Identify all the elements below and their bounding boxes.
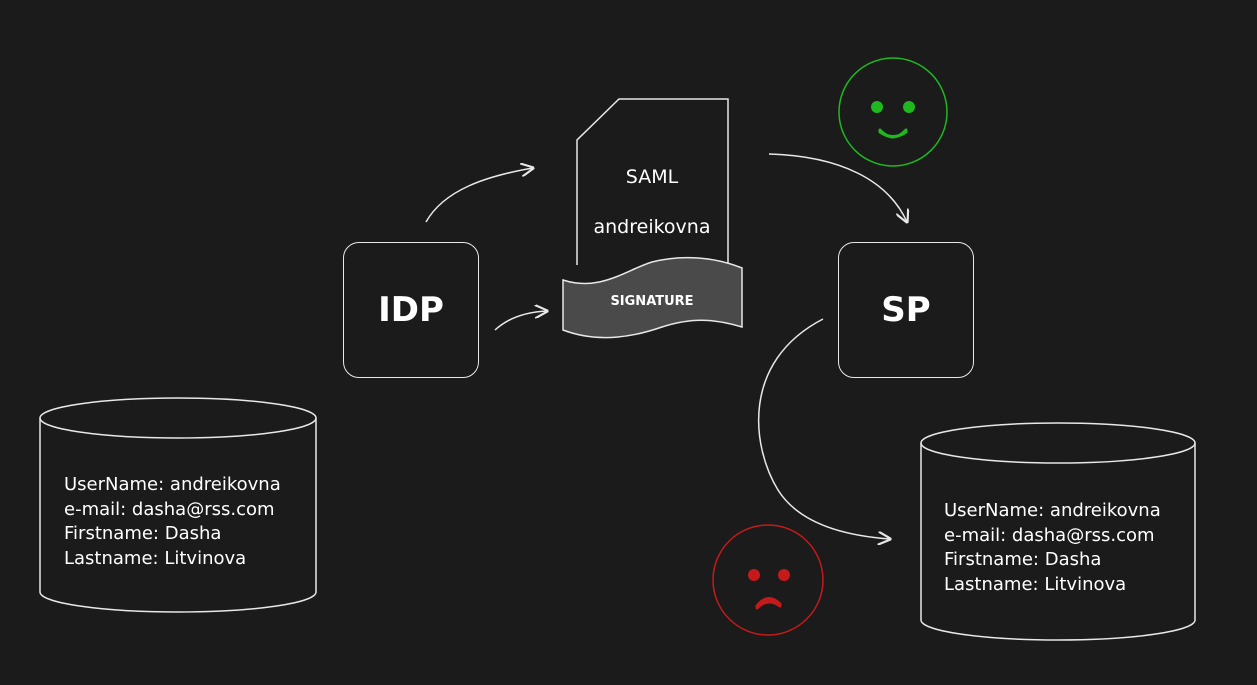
arrow-idp-to-saml-upper: [425, 168, 533, 223]
sp-db-firstname: Firstname: Dasha: [944, 549, 1102, 570]
signature-label: SIGNATURE: [610, 294, 694, 309]
sp-database-records: UserName: andreikovna e-mail: dasha@rss.…: [944, 499, 1161, 597]
arrow-sp-to-database: [757, 318, 890, 539]
idp-database-records: UserName: andreikovna e-mail: dasha@rss.…: [64, 473, 281, 571]
signature-banner: [562, 256, 743, 339]
sp-database: [920, 422, 1196, 641]
idp-db-email: e-mail: dasha@rss.com: [64, 498, 275, 520]
saml-document: [576, 98, 729, 265]
arrow-idp-to-saml-lower: [494, 311, 547, 331]
sad-face-icon: [712, 524, 824, 636]
sp-db-email: e-mail: dasha@rss.com: [944, 524, 1155, 546]
sp-db-lastname: Lastname: Litvinova: [944, 573, 1127, 595]
idp-db-username: UserName: andreikovna: [64, 474, 281, 495]
sp-node: SP: [838, 242, 974, 378]
idp-label: IDP: [378, 290, 444, 330]
idp-database: [39, 397, 317, 613]
idp-node: IDP: [343, 242, 479, 378]
sp-db-username: UserName: andreikovna: [944, 500, 1161, 521]
sp-label: SP: [881, 290, 931, 330]
happy-face-icon: [838, 57, 948, 167]
idp-db-lastname: Lastname: Litvinova: [64, 547, 247, 569]
idp-db-firstname: Firstname: Dasha: [64, 523, 222, 544]
arrow-saml-to-sp: [768, 153, 907, 222]
saml-title: SAML: [625, 166, 679, 188]
saml-subject: andreikovna: [593, 216, 711, 238]
